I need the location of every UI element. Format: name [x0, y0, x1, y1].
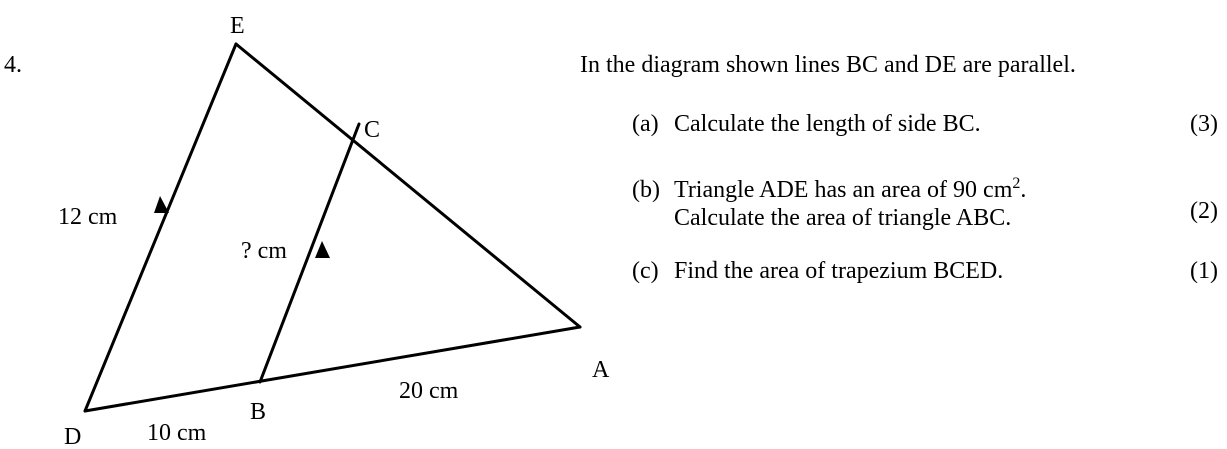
part-b-line1: Triangle ADE has an area of 90 cm2. — [674, 170, 1026, 204]
part-c-marks: (1) — [1190, 258, 1218, 284]
part-b-letter: (b) — [632, 177, 660, 203]
vertex-label-d: D — [64, 424, 81, 449]
side-de — [83, 42, 238, 413]
length-label-bc: ? cm — [241, 238, 287, 264]
parallel-arrow-bc — [315, 241, 330, 258]
part-b-line1-text: Triangle ADE has an area of 90 cm — [674, 177, 1013, 203]
part-b-superscript: 2 — [1012, 175, 1021, 192]
question-intro: In the diagram shown lines BC and DE are… — [580, 52, 1076, 78]
part-a-text: Calculate the length of side BC. — [674, 111, 981, 137]
part-b-marks: (2) — [1190, 198, 1218, 224]
part-c-text: Find the area of trapezium BCED. — [674, 258, 1004, 284]
length-label-de: 12 cm — [58, 204, 118, 230]
part-c-letter: (c) — [632, 258, 659, 284]
vertex-label-e: E — [230, 13, 245, 39]
vertex-label-a: A — [592, 357, 610, 383]
vertex-label-c: C — [364, 117, 380, 143]
side-ea — [234, 42, 582, 329]
part-b-line2: Calculate the area of triangle ABC. — [674, 205, 1012, 231]
part-a-marks: (3) — [1190, 111, 1218, 137]
part-c: (c) Find the area of trapezium BCED. — [632, 258, 1003, 285]
side-da — [83, 325, 582, 413]
part-a: (a) Calculate the length of side BC. — [632, 111, 981, 138]
part-b-line1-end: . — [1020, 177, 1027, 203]
length-label-db: 10 cm — [147, 420, 207, 446]
part-b: (b) Triangle ADE has an area of 90 cm2. C… — [632, 170, 1026, 232]
segment-bc — [258, 122, 361, 384]
part-a-letter: (a) — [632, 111, 659, 137]
parallel-arrow-de — [154, 196, 169, 213]
question-number: 4. — [4, 52, 22, 78]
vertex-label-b: B — [250, 399, 266, 425]
length-label-ba: 20 cm — [399, 378, 459, 404]
